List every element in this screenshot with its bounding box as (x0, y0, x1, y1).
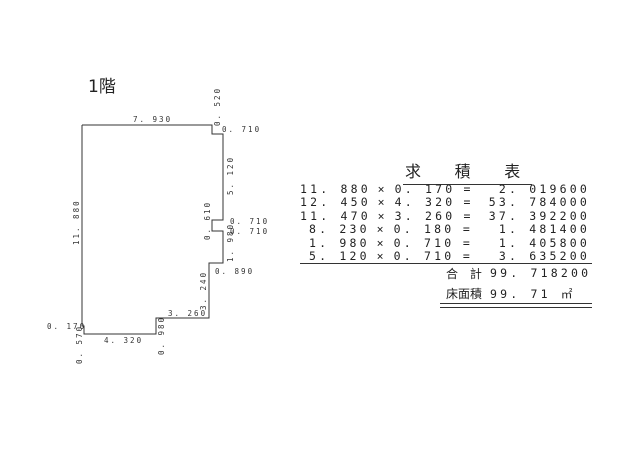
floor-area-label: 床面積 (446, 287, 483, 301)
cell-op: × (376, 235, 387, 250)
dim-notch-upper: 0. 710 (230, 217, 269, 226)
table-row: 5. 120 × 0. 710 = 3. 635200 (300, 248, 590, 263)
total-value: 99. 718200 (490, 266, 592, 280)
cell-a: 8. 230 (309, 222, 370, 237)
cell-op: × (377, 182, 388, 196)
cell-b: 0. 710 (393, 235, 455, 250)
cell-op: × (377, 208, 388, 223)
table-title: 求 積 表 (403, 158, 533, 185)
dim-right-lower: 3. 240 (199, 271, 208, 310)
cell-a: 12. 450 (300, 195, 371, 210)
dim-bottom-left: 4. 320 (104, 336, 143, 345)
cell-b: 4. 320 (394, 195, 456, 210)
cell-a: 11. 880 (300, 182, 371, 196)
floor-outline (81, 124, 224, 335)
cell-result: 3. 635200 (498, 248, 590, 263)
cell-op: × (376, 248, 387, 263)
table-row: 11. 470 × 3. 260 = 37. 392200 (300, 208, 590, 223)
dim-right-mid: 1. 980 (226, 223, 235, 262)
table-row: 11. 880 × 0. 170 = 2. 019600 (300, 182, 590, 196)
cell-op: × (377, 195, 388, 210)
cell-eq: = (462, 248, 473, 263)
cell-a: 1. 980 (309, 235, 370, 250)
double-underline-bottom (440, 307, 592, 308)
cell-a: 5. 120 (309, 248, 370, 263)
cell-eq: = (462, 222, 473, 237)
cell-eq: = (463, 195, 474, 210)
floor-area-value: 99. 71 ㎡ (490, 287, 576, 301)
cell-result: 2. 019600 (498, 182, 590, 196)
cell-b: 0. 710 (393, 248, 455, 263)
table-row: 1. 980 × 0. 710 = 1. 405800 (300, 235, 590, 250)
dim-notch-lower: 0. 710 (230, 227, 269, 236)
cell-result: 1. 481400 (498, 222, 590, 237)
cell-eq: = (463, 182, 474, 196)
double-underline-top (440, 303, 592, 304)
cell-result: 1. 405800 (498, 235, 590, 250)
cell-result: 37. 392200 (488, 208, 590, 223)
dim-step-h: 0. 890 (215, 267, 254, 276)
dim-notch-v: 0. 610 (203, 201, 212, 240)
dim-left: 11. 880 (72, 199, 81, 245)
cell-b: 0. 180 (393, 222, 455, 237)
cell-eq: = (462, 235, 473, 250)
floor-title: 1階 (88, 77, 116, 97)
dim-top-right-h: 0. 710 (222, 125, 261, 134)
divider (300, 263, 592, 264)
cell-eq: = (463, 208, 474, 223)
dim-bottom-right: 3. 260 (168, 309, 207, 318)
cell-a: 11. 470 (300, 208, 371, 223)
dim-step-v: 0. 980 (157, 316, 166, 355)
cell-op: × (376, 222, 387, 237)
table-row: 8. 230 × 0. 180 = 1. 481400 (300, 222, 590, 237)
cell-b: 0. 170 (394, 182, 456, 196)
dim-top-right-v: 0. 520 (213, 87, 222, 126)
dim-top: 7. 930 (133, 115, 172, 124)
total-label: 合 計 (446, 267, 486, 281)
cell-b: 3. 260 (394, 208, 456, 223)
dim-right-upper: 5. 120 (226, 156, 235, 195)
table-row: 12. 450 × 4. 320 = 53. 784000 (300, 196, 590, 209)
dim-left-step-h: 0. 170 (47, 322, 86, 331)
cell-result: 53. 784000 (488, 195, 590, 210)
dim-left-step-v: 0. 570 (75, 325, 84, 364)
